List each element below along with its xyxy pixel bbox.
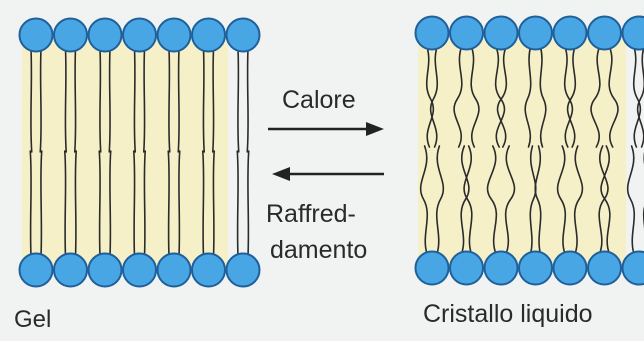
phase-arrows bbox=[268, 122, 384, 181]
liquid-crystal-top-head bbox=[554, 17, 587, 50]
liquid-crystal-top-head bbox=[519, 17, 552, 50]
gel-top-head bbox=[54, 19, 87, 52]
gel-tail bbox=[144, 151, 145, 256]
liquid-crystal-bottom-head bbox=[450, 252, 483, 285]
gel-bottom-head bbox=[89, 254, 122, 287]
gel-top-head bbox=[20, 19, 53, 52]
cooling-arrow-head bbox=[272, 167, 290, 181]
gel-bottom-head bbox=[54, 254, 87, 287]
gel-tail bbox=[144, 49, 145, 152]
gel-bottom-head bbox=[227, 254, 260, 287]
gel-tail bbox=[41, 151, 42, 256]
liquid-crystal-bottom-head bbox=[554, 252, 587, 285]
gel-tail bbox=[65, 151, 66, 256]
gel-top-head bbox=[158, 19, 191, 52]
gel-tail bbox=[31, 49, 32, 152]
liquid-crystal-top-head bbox=[588, 17, 621, 50]
gel-top-head bbox=[123, 19, 156, 52]
cooling-label-line-1: Raffred- bbox=[266, 200, 356, 229]
gel-tail bbox=[213, 49, 214, 152]
gel-tail bbox=[247, 49, 248, 152]
gel-tail bbox=[237, 151, 238, 256]
gel-tail bbox=[65, 49, 66, 152]
liquid-crystal-bottom-head bbox=[588, 252, 621, 285]
liquid-crystal-label: Cristallo liquido bbox=[423, 300, 593, 329]
gel-tail bbox=[169, 49, 170, 152]
liquid-crystal-bottom-head bbox=[416, 252, 449, 285]
gel-tail bbox=[134, 49, 135, 152]
gel-tail bbox=[109, 49, 110, 152]
gel-bottom-head bbox=[20, 254, 53, 287]
liquid-crystal-tail bbox=[638, 47, 644, 147]
gel-tail bbox=[168, 151, 169, 256]
gel-tail bbox=[203, 49, 204, 152]
gel-tail bbox=[178, 49, 179, 152]
gel-tail bbox=[75, 151, 76, 256]
gel-tail bbox=[30, 151, 31, 256]
liquid-crystal-membrane bbox=[416, 17, 644, 285]
gel-tail bbox=[203, 151, 204, 256]
gel-tail bbox=[238, 49, 239, 152]
gel-tail bbox=[248, 151, 249, 256]
liquid-crystal-top-head bbox=[450, 17, 483, 50]
heating-label: Calore bbox=[282, 86, 356, 115]
gel-tail bbox=[213, 151, 214, 256]
liquid-crystal-top-head bbox=[485, 17, 518, 50]
gel-top-head bbox=[89, 19, 122, 52]
cooling-label-line-2: damento bbox=[270, 236, 367, 265]
liquid-crystal-hydrophobic-core bbox=[418, 40, 626, 270]
gel-tail bbox=[40, 49, 41, 152]
gel-membrane bbox=[20, 19, 260, 287]
gel-tail bbox=[99, 151, 100, 256]
gel-tail bbox=[75, 49, 76, 152]
gel-bottom-head bbox=[158, 254, 191, 287]
heating-arrow-head bbox=[366, 122, 384, 136]
gel-bottom-head bbox=[192, 254, 225, 287]
liquid-crystal-bottom-head bbox=[519, 252, 552, 285]
gel-bottom-head bbox=[123, 254, 156, 287]
liquid-crystal-tail bbox=[628, 146, 635, 254]
gel-top-head bbox=[227, 19, 260, 52]
liquid-crystal-tail bbox=[634, 47, 641, 147]
gel-tail bbox=[110, 151, 111, 256]
gel-tail bbox=[134, 151, 135, 256]
gel-tail bbox=[100, 49, 101, 152]
gel-hydrophobic-core bbox=[22, 40, 228, 270]
liquid-crystal-bottom-head bbox=[485, 252, 518, 285]
gel-label: Gel bbox=[14, 306, 51, 334]
liquid-crystal-top-head bbox=[416, 17, 449, 50]
gel-top-head bbox=[192, 19, 225, 52]
gel-tail bbox=[179, 151, 180, 256]
